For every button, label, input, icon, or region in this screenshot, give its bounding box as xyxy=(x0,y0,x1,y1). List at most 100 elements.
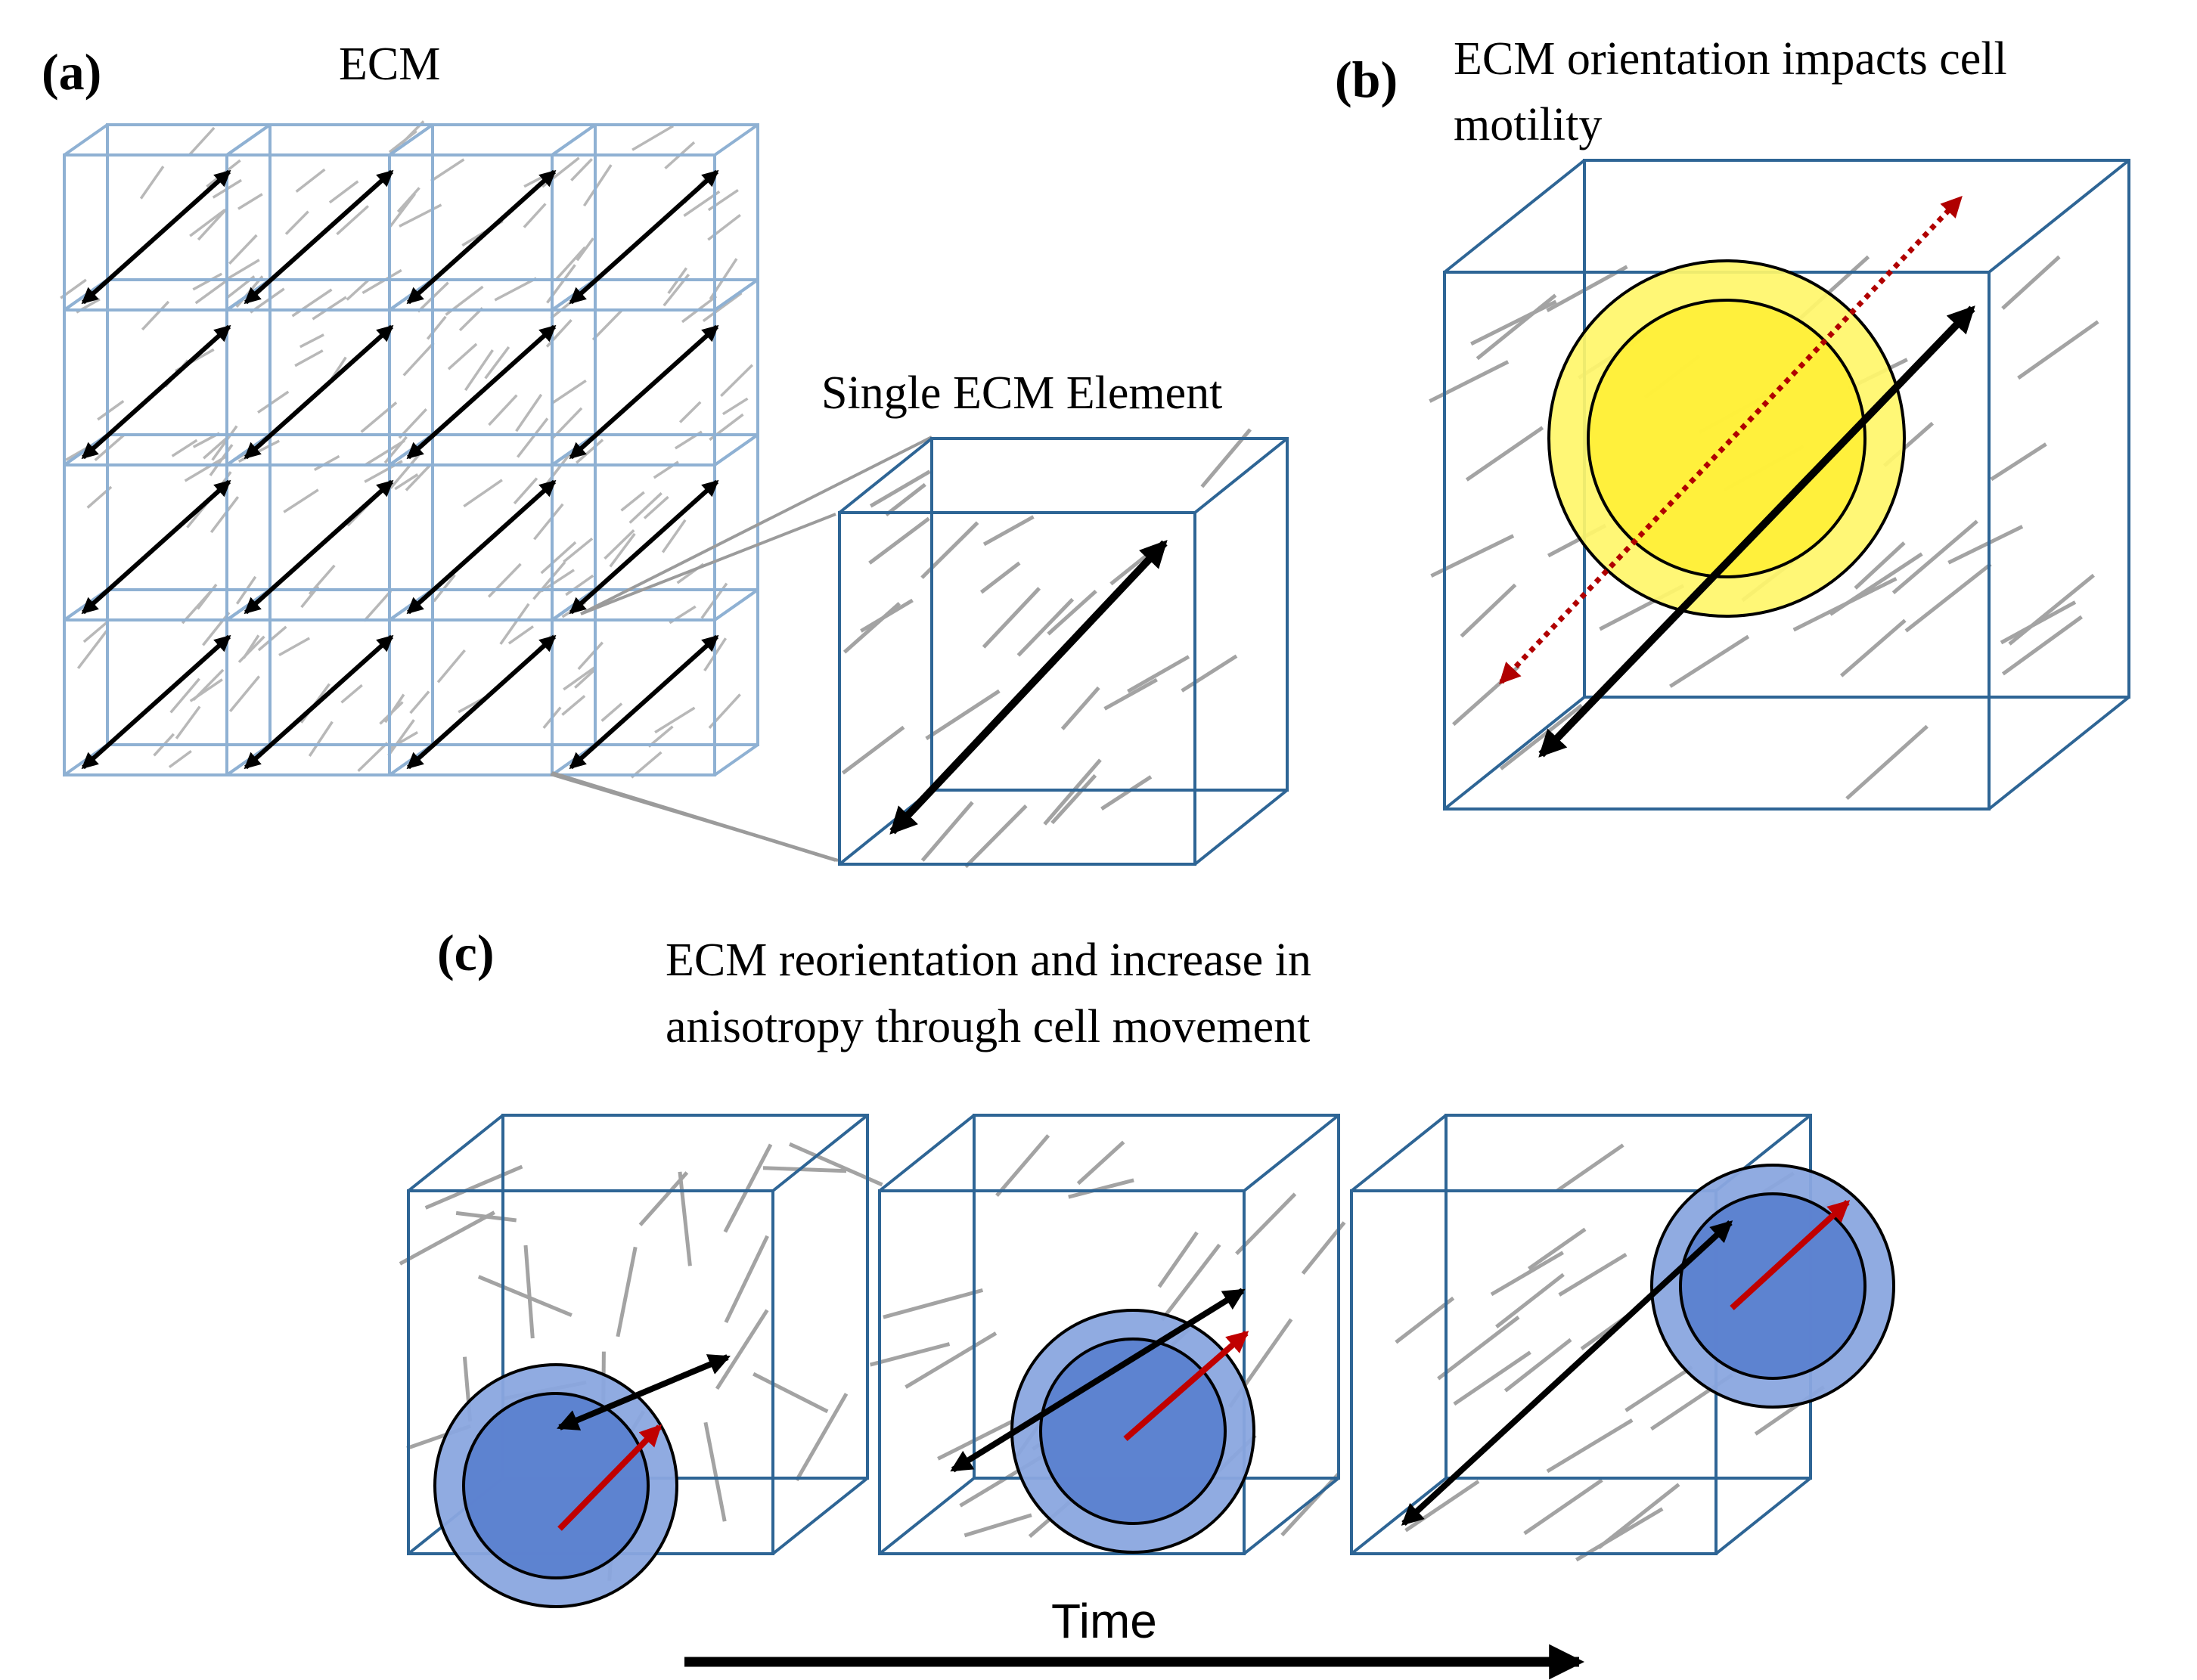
orientation-arrow xyxy=(889,540,1168,835)
fiber-line xyxy=(1947,525,2024,565)
fiber-line xyxy=(1558,1252,1628,1297)
fiber-line xyxy=(1452,665,1520,727)
fiber-line xyxy=(1460,583,1517,638)
fiber-line xyxy=(600,702,623,722)
fiber-line xyxy=(577,641,604,671)
fiber-line xyxy=(360,401,398,433)
orientation-arrow xyxy=(569,324,719,460)
fiber-line xyxy=(430,158,465,182)
fiber-line xyxy=(394,473,419,491)
fiber-line xyxy=(1100,775,1153,811)
fiber-line xyxy=(2008,573,2095,646)
ecm-grid-cell xyxy=(63,278,272,466)
cell-direction-arrow xyxy=(1730,1200,1851,1310)
fiber-line xyxy=(2017,320,2099,380)
fiber-line xyxy=(402,342,435,377)
fiber-line xyxy=(308,721,334,757)
fiber-line xyxy=(1470,299,1557,346)
fiber-line xyxy=(294,349,324,367)
fiber-line xyxy=(76,630,108,669)
fiber-line xyxy=(1904,563,1992,633)
orientation-arrow xyxy=(406,479,557,615)
fiber-line xyxy=(2001,255,2061,310)
cell-nucleus xyxy=(462,1392,650,1579)
fiber-line xyxy=(533,503,564,541)
fiber-line xyxy=(703,1421,727,1522)
fiber-line xyxy=(1050,773,1097,825)
orientation-arrow xyxy=(406,324,557,460)
fiber-line xyxy=(868,516,930,565)
fiber-line xyxy=(620,491,645,512)
fiber-line xyxy=(762,1166,847,1173)
fiber-line xyxy=(1839,618,1907,677)
motility-cube xyxy=(1429,159,2130,811)
fiber-line xyxy=(1490,1251,1564,1297)
fiber-line xyxy=(1476,293,1557,361)
fiber-line xyxy=(189,209,226,237)
fiber-line xyxy=(1523,1478,1603,1536)
fiber-line xyxy=(885,482,926,516)
cell-direction-arrow xyxy=(1123,1330,1249,1442)
fiber-line xyxy=(576,237,594,262)
fiber-line xyxy=(555,246,586,281)
fiber-line xyxy=(1503,1337,1572,1393)
panel-a-label: (a) xyxy=(42,43,101,101)
fiber-line xyxy=(1060,686,1100,730)
fiber-line xyxy=(1280,1472,1341,1537)
orientation-arrow xyxy=(244,634,394,770)
fiber-line xyxy=(283,488,319,513)
orientation-arrow xyxy=(557,1354,731,1430)
fiber-line xyxy=(543,452,572,488)
ecm-grid-cell xyxy=(63,123,272,312)
fiber-line xyxy=(139,166,165,200)
fiber-line xyxy=(678,1171,692,1266)
fiber-line xyxy=(982,587,1041,649)
fiber-line xyxy=(1891,519,1978,595)
ecm-grid-cell xyxy=(551,588,759,776)
panel-b-label: (b) xyxy=(1335,51,1398,108)
fiber-line xyxy=(523,203,547,228)
fiber-line xyxy=(654,706,696,734)
panel-c: (c) ECM reorientation and increase in an… xyxy=(399,924,1895,1680)
fiber-line xyxy=(545,319,573,348)
orientation-arrow xyxy=(1538,305,1975,758)
fiber-line xyxy=(436,649,466,683)
fiber-line xyxy=(631,125,674,151)
cell-nucleus xyxy=(1679,1192,1867,1380)
fiber-line xyxy=(477,1275,573,1317)
fiber-line xyxy=(487,563,522,598)
ecm-grid-cell xyxy=(551,123,759,312)
fiber-line xyxy=(561,695,586,716)
fiber-line xyxy=(181,586,216,625)
fiber-line xyxy=(795,1393,849,1482)
fiber-line xyxy=(869,470,931,508)
fiber-line xyxy=(484,346,510,380)
fiber-line xyxy=(841,725,905,775)
fiber-line xyxy=(515,393,543,432)
fiber-line xyxy=(982,515,1035,547)
fiber-line xyxy=(257,390,290,414)
fiber-line xyxy=(184,455,228,482)
fiber-line xyxy=(883,1288,984,1319)
fiber-line xyxy=(1043,758,1102,826)
fiber-line xyxy=(194,279,228,305)
fiber-line xyxy=(424,1164,523,1210)
fiber-line xyxy=(523,1245,535,1339)
fiber-line xyxy=(426,315,447,340)
orientation-arrow xyxy=(569,479,719,615)
fiber-line xyxy=(405,463,433,491)
fiber-line xyxy=(869,1342,951,1367)
fiber-line xyxy=(1845,724,1929,801)
ecm-grid-cell xyxy=(551,433,759,621)
fiber-line xyxy=(964,804,1028,869)
fiber-line xyxy=(541,157,580,188)
fiber-line xyxy=(1495,1272,1565,1328)
fiber-line xyxy=(228,675,261,713)
orientation-arrow xyxy=(244,169,394,305)
fiber-line xyxy=(591,309,623,341)
orientation-arrow xyxy=(81,479,231,615)
fiber-line xyxy=(723,1143,773,1233)
fiber-line xyxy=(565,574,594,597)
ecm-grid-cell xyxy=(551,278,759,466)
fiber-line xyxy=(295,168,326,193)
